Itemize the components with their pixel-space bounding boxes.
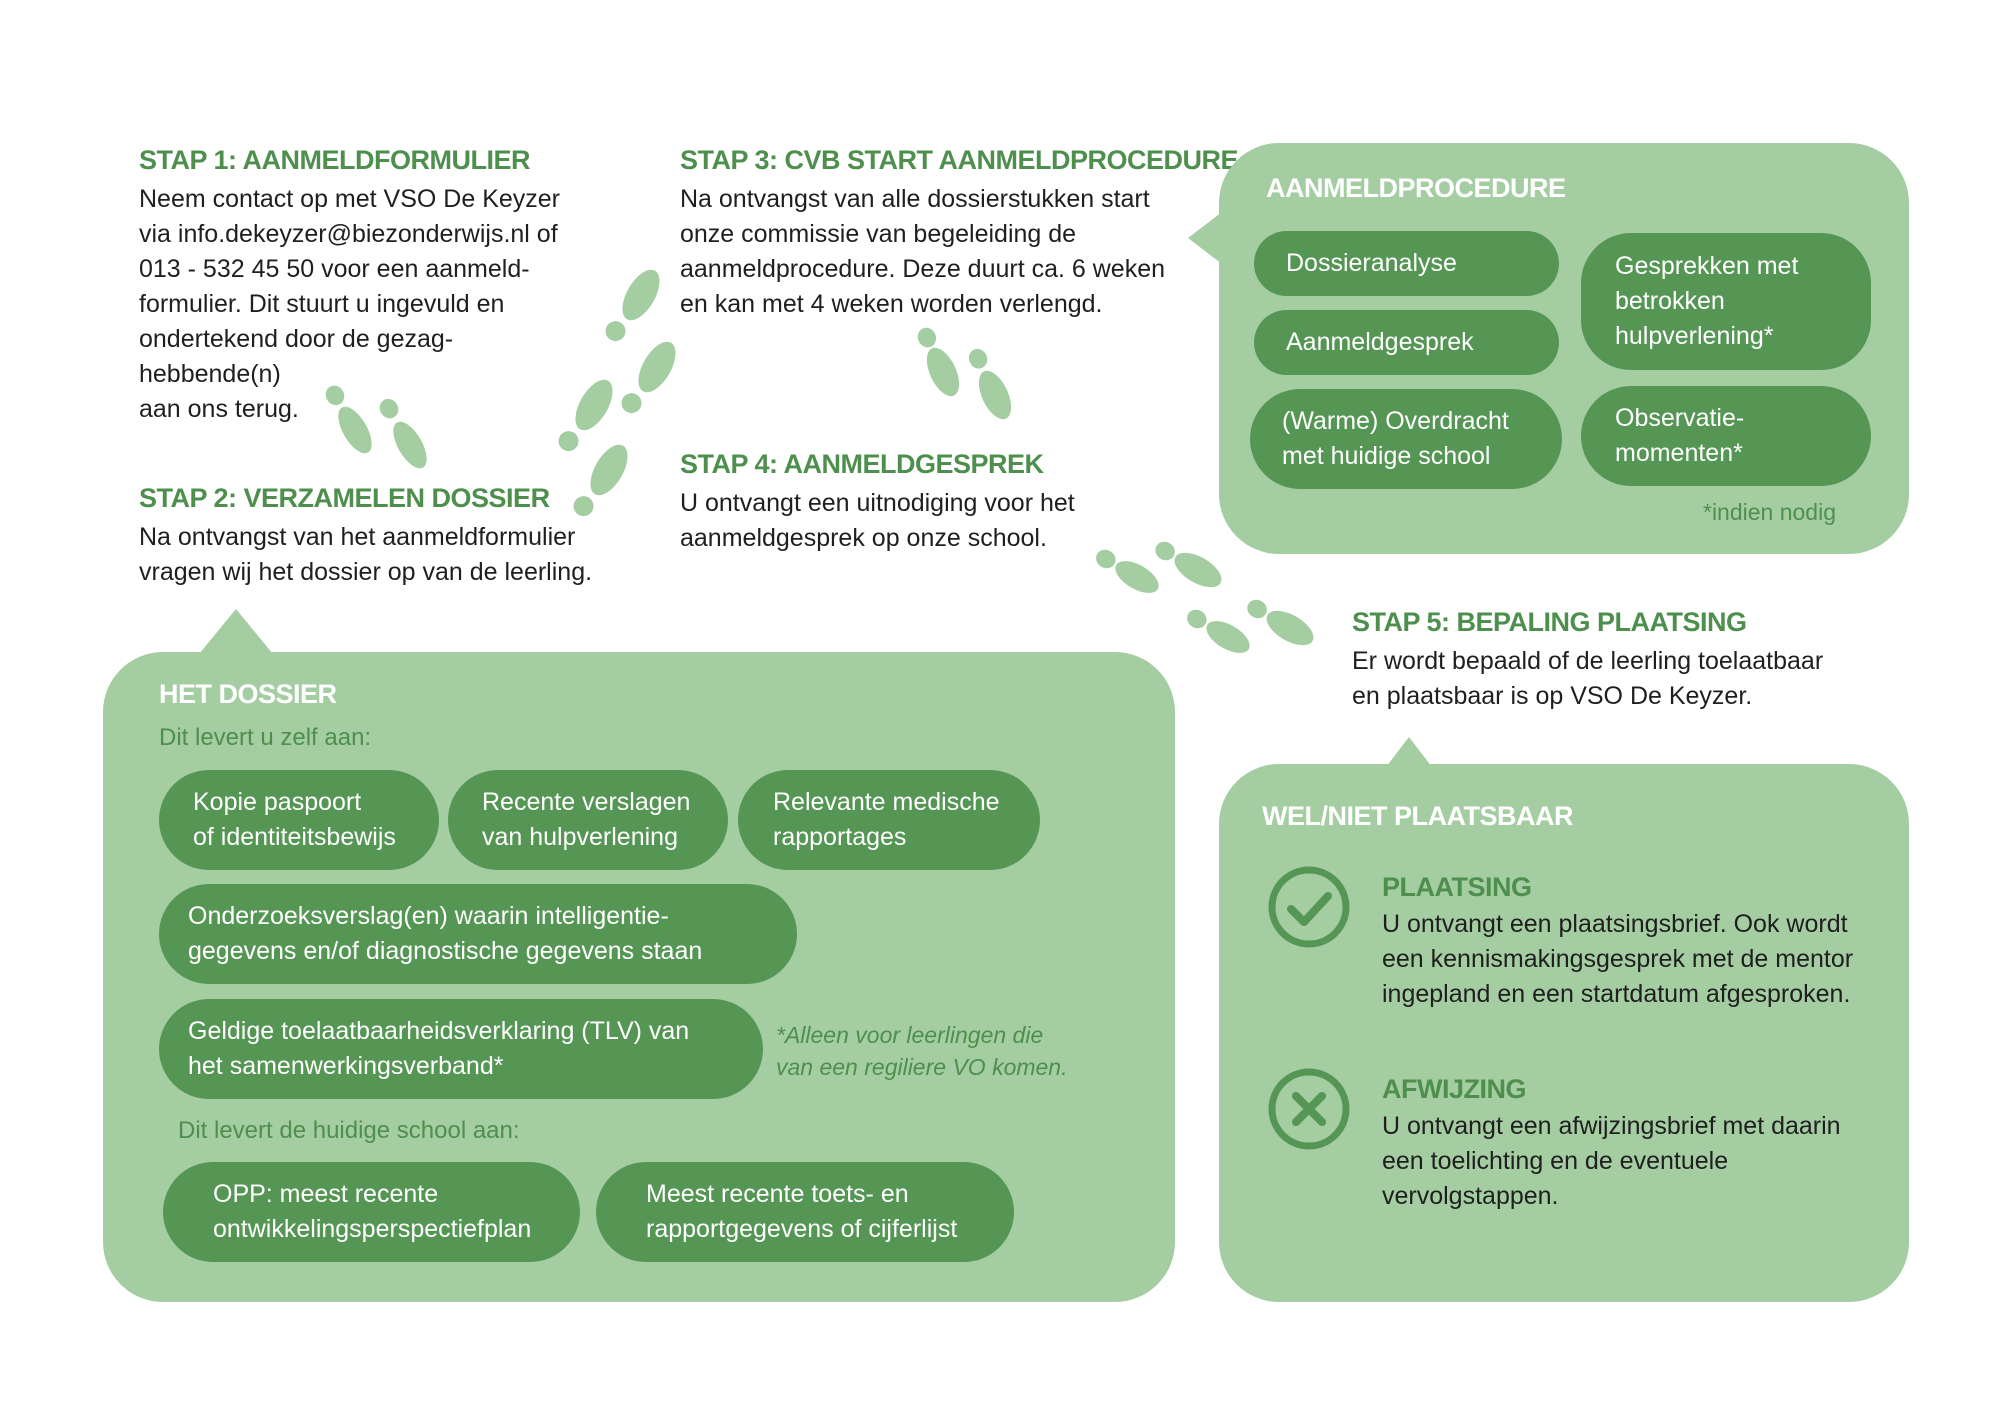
dossier-tlv-note: *Alleen voor leerlingen die van een regi… [776, 1022, 1068, 1080]
step-3: STAP 3: CVB START AANMELDPROCEDURE Na on… [680, 145, 1239, 322]
dossier-pointer [199, 609, 273, 654]
reject-block: AFWIJZING U ontvangt een afwijzingsbrief… [1382, 1074, 1892, 1214]
step-4-text: U ontvangt een uitnodiging voor het aanm… [680, 489, 1075, 552]
result-pointer [1386, 737, 1432, 767]
placing-title: PLAATSING [1382, 872, 1532, 902]
step-1-title: STAP 1: AANMELDFORMULIER [139, 145, 531, 175]
placing-text: U ontvangt een plaatsingsbrief. Ook word… [1382, 910, 1854, 1008]
step-3-title: STAP 3: CVB START AANMELDPROCEDURE [680, 145, 1239, 175]
placing-block: PLAATSING U ontvangt een plaatsingsbrief… [1382, 872, 1892, 1012]
procedure-note: *indien nodig [1703, 499, 1837, 525]
step-5-text: Er wordt bepaald of de leerling toelaatb… [1352, 647, 1824, 710]
dossier-item-opp: OPP: meest recente ontwikkelingsperspect… [163, 1162, 580, 1262]
check-circle-icon [1268, 866, 1350, 948]
procedure-item-aanmeldgesprek: Aanmeldgesprek [1254, 310, 1559, 375]
procedure-title: AANMELDPROCEDURE [1266, 173, 1566, 203]
dossier-item-tlv: Geldige toelaatbaarheidsverklaring (TLV)… [159, 999, 763, 1099]
step-1-text: Neem contact op met VSO De Keyzer via in… [139, 185, 561, 423]
reject-title: AFWIJZING [1382, 1074, 1527, 1104]
step-4: STAP 4: AANMELDGESPREK U ontvangt een ui… [680, 449, 1220, 556]
procedure-panel: AANMELDPROCEDURE Dossieranalyse Aanmeldg… [1219, 143, 1909, 554]
dossier-panel: HET DOSSIER Dit levert u zelf aan: Kopie… [103, 652, 1175, 1302]
step-2: STAP 2: VERZAMELEN DOSSIER Na ontvangst … [139, 483, 699, 590]
x-circle-icon [1268, 1068, 1350, 1150]
step-2-title: STAP 2: VERZAMELEN DOSSIER [139, 483, 550, 513]
step-5: STAP 5: BEPALING PLAATSING Er wordt bepa… [1352, 607, 1912, 714]
dossier-title: HET DOSSIER [159, 679, 337, 709]
dossier-item-verslagen: Recente verslagen van hulpverlening [448, 770, 728, 870]
step-4-title: STAP 4: AANMELDGESPREK [680, 449, 1044, 479]
dossier-item-medisch: Relevante medische rapportages [738, 770, 1040, 870]
step-2-text: Na ontvangst van het aanmeldformulier vr… [139, 523, 593, 586]
dossier-item-paspoort: Kopie paspoort of identiteitsbewijs [159, 770, 439, 870]
step-3-text: Na ontvangst van alle dossierstukken sta… [680, 185, 1166, 318]
step-1: STAP 1: AANMELDFORMULIER Neem contact op… [139, 145, 659, 427]
result-panel: WEL/NIET PLAATSBAAR PLAATSING U ontvangt… [1219, 764, 1909, 1302]
procedure-item-gesprekken: Gesprekken met betrokken hulpverlening* [1581, 233, 1871, 370]
dossier-item-toets: Meest recente toets- en rapportgegevens … [596, 1162, 1014, 1262]
result-title: WEL/NIET PLAATSBAAR [1262, 801, 1573, 831]
procedure-item-observatie: Observatie- momenten* [1581, 386, 1871, 486]
dossier-self-label: Dit levert u zelf aan: [159, 724, 372, 751]
dossier-item-onderzoek: Onderzoeksverslag(en) waarin intelligent… [159, 884, 797, 984]
procedure-pointer [1188, 212, 1222, 264]
procedure-item-overdracht: (Warme) Overdracht met huidige school [1250, 389, 1562, 489]
procedure-item-dossieranalyse: Dossieranalyse [1254, 231, 1559, 296]
step-5-title: STAP 5: BEPALING PLAATSING [1352, 607, 1747, 637]
reject-text: U ontvangt een afwijzingsbrief met daari… [1382, 1112, 1841, 1210]
dossier-school-label: Dit levert de huidige school aan: [178, 1117, 520, 1144]
